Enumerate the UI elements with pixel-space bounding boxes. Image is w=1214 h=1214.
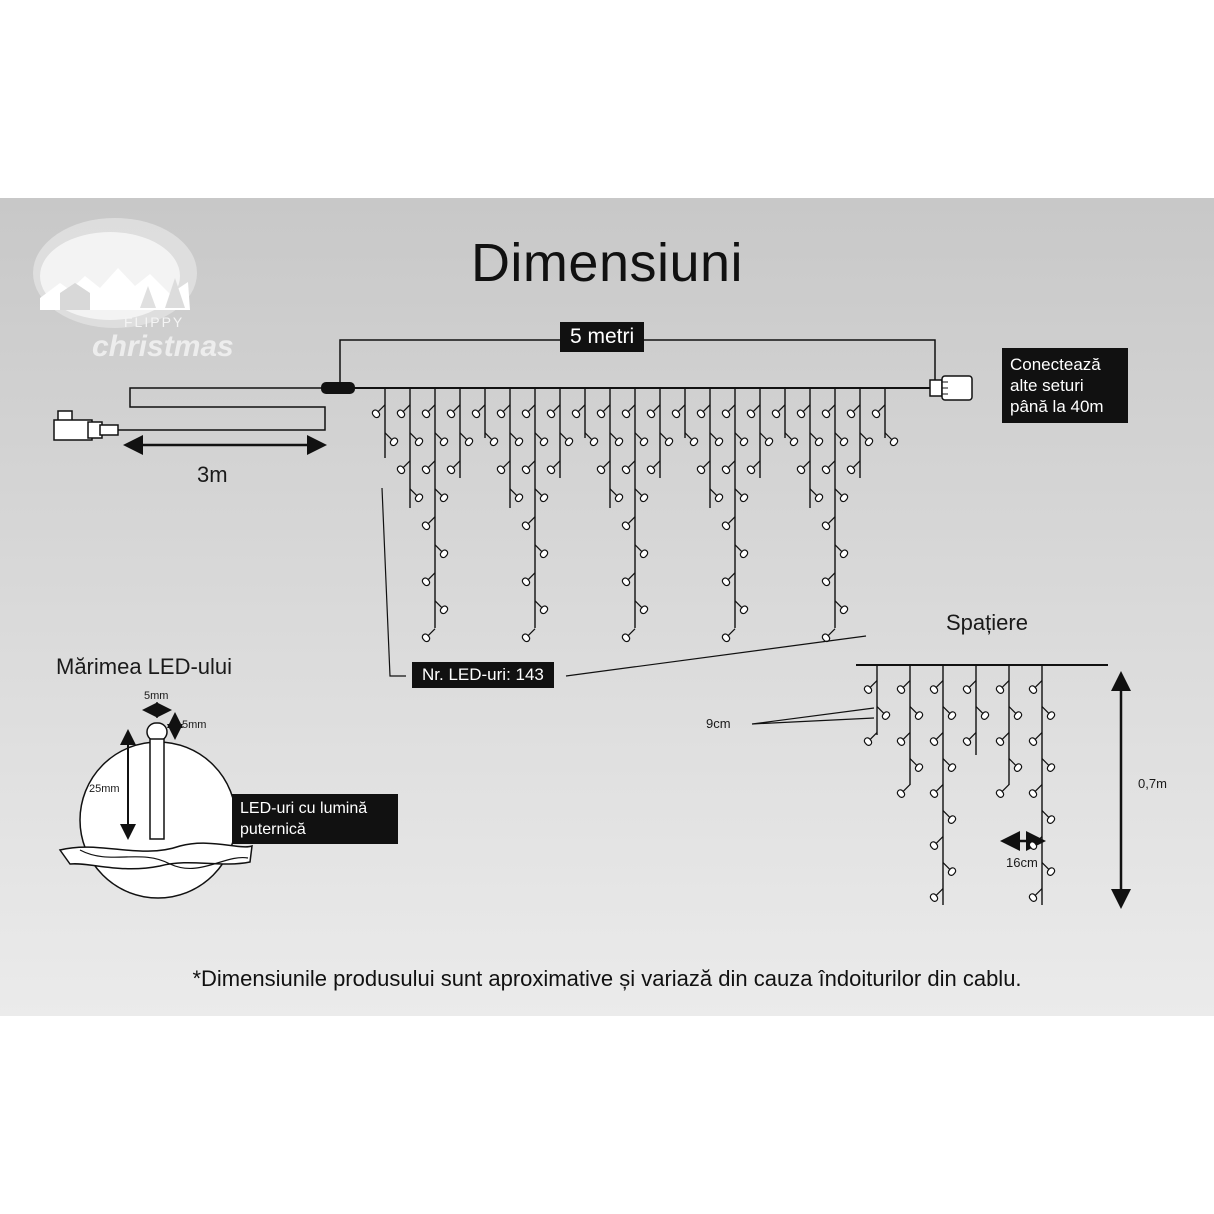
icicle-strand	[395, 388, 425, 508]
icicle-strand	[370, 388, 400, 458]
drop-length-label: 0,7m	[1138, 776, 1167, 791]
spacing-strand	[928, 665, 958, 905]
icicle-strand	[495, 388, 525, 508]
spacing-strand	[961, 665, 991, 755]
spacing-strand	[994, 665, 1024, 800]
brand-logo-icon	[33, 218, 197, 328]
page-title: Dimensiuni	[470, 233, 744, 293]
led-width-label: 5mm	[144, 690, 169, 702]
lead-length-label: 3m	[197, 462, 228, 487]
icicle-strand	[670, 388, 700, 448]
led-desc-line-2: puternică	[240, 821, 306, 838]
icicle-strand	[470, 388, 500, 448]
icicle-strand	[545, 388, 575, 478]
icicle-strand	[770, 388, 800, 448]
icicle-strand	[845, 388, 875, 478]
icicle-strand	[620, 388, 650, 644]
spacing-strand	[1027, 665, 1057, 905]
spacing-strand	[862, 665, 892, 748]
led-description-label: LED-uri cu lumină puternică	[232, 794, 398, 844]
vertical-spacing-label: 9cm	[706, 716, 731, 731]
connect-line-3: până la 40m	[1010, 397, 1104, 416]
icicle-strand	[645, 388, 675, 478]
led-desc-line-1: LED-uri cu lumină	[240, 800, 368, 817]
icicle-strand	[720, 388, 750, 644]
icicle-strand	[745, 388, 775, 478]
lead-cable	[53, 387, 338, 455]
icicle-strand	[420, 388, 450, 644]
icicle-strand	[445, 388, 475, 478]
led-size-title: Mărimea LED-ului	[56, 654, 233, 679]
spacing-detail	[751, 664, 1131, 909]
connect-sets-label: Conectează alte seturi până la 40m	[1002, 348, 1128, 423]
icicle-strands	[370, 388, 900, 644]
diagram-artwork	[33, 218, 1131, 909]
icicle-strand	[695, 388, 725, 508]
led-count-label: Nr. LED-uri: 143	[412, 662, 554, 688]
icicle-strand	[820, 388, 850, 644]
led-size-illustration	[58, 702, 253, 899]
icicle-strand	[595, 388, 625, 508]
main-cable	[321, 339, 973, 401]
icicle-strand	[570, 388, 600, 448]
icicle-strand	[520, 388, 550, 644]
spacing-strand	[895, 665, 925, 800]
main-length-label: 5 metri	[560, 322, 645, 352]
icicle-strand	[870, 388, 900, 448]
icicle-strand	[795, 388, 825, 508]
logo-script-text: christmas	[92, 330, 234, 363]
led-count-leader	[381, 487, 867, 677]
footnote: *Dimensiunile produsului sunt aproximati…	[192, 966, 1022, 991]
horizontal-spacing-label: 16cm	[1006, 855, 1038, 870]
spacing-title: Spațiere	[946, 610, 1028, 635]
led-height-label: 25mm	[89, 783, 120, 795]
logo-brand-text: FLIPPY	[124, 314, 185, 330]
connect-line-1: Conectează	[1010, 355, 1101, 374]
led-cap-label: 5mm	[182, 719, 207, 731]
connect-line-2: alte seturi	[1010, 376, 1084, 395]
